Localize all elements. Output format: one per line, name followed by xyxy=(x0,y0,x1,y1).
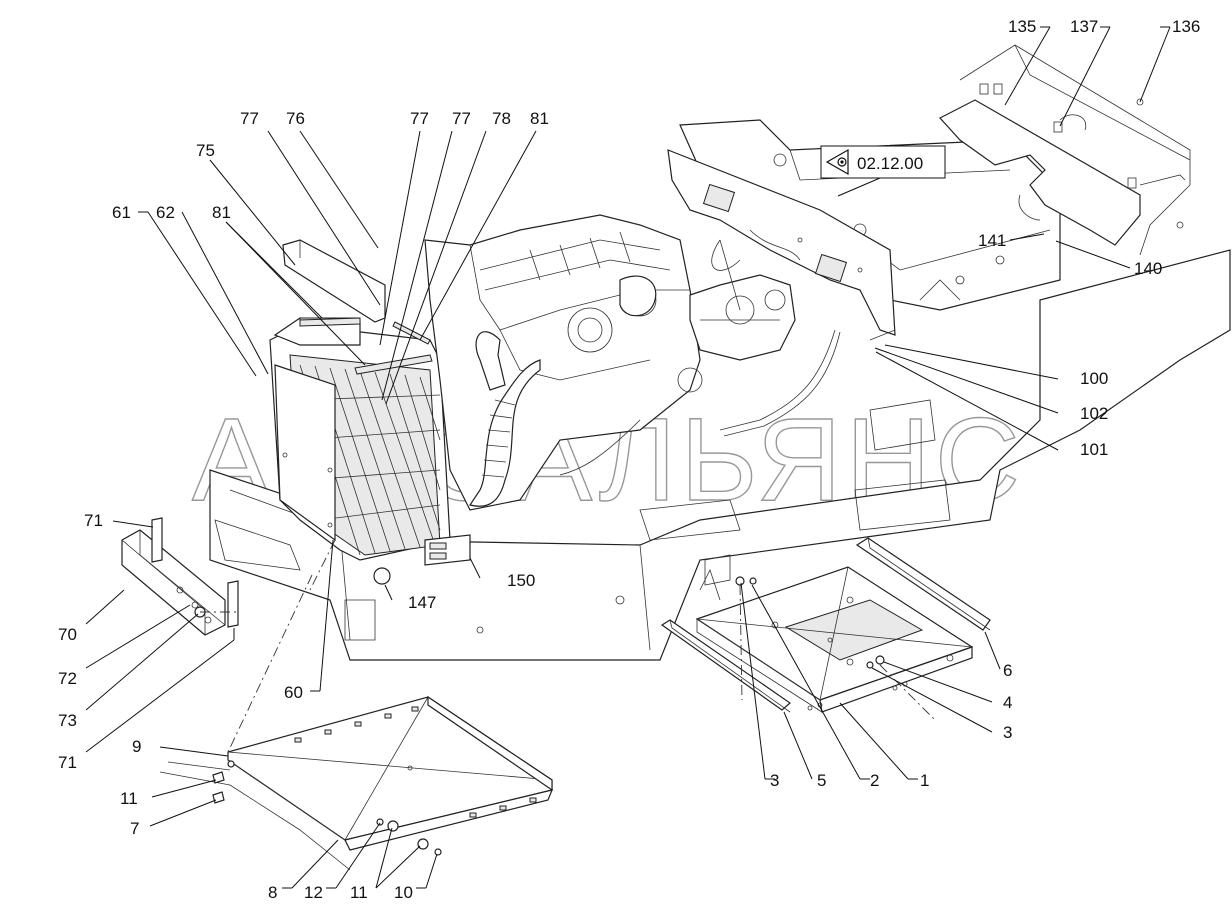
callout-77-a: 77 xyxy=(240,109,259,128)
top-right-cover-assembly xyxy=(939,44,1191,256)
callout-136: 136 xyxy=(1172,17,1200,36)
callout-71-b: 71 xyxy=(58,753,77,772)
callout-70: 70 xyxy=(58,625,77,644)
callout-9: 9 xyxy=(132,737,141,756)
callout-137: 137 xyxy=(1070,17,1098,36)
leader-lines xyxy=(85,26,1171,889)
callout-8: 8 xyxy=(268,883,277,902)
callout-60: 60 xyxy=(284,683,303,702)
callout-147: 147 xyxy=(408,593,436,612)
callout-81-a: 81 xyxy=(530,109,549,128)
hydraulic-pump xyxy=(689,274,796,361)
callout-100: 100 xyxy=(1080,369,1108,388)
callout-73: 73 xyxy=(58,711,77,730)
callout-101: 101 xyxy=(1080,440,1108,459)
callout-4: 4 xyxy=(1003,693,1012,712)
eye-view-icon xyxy=(825,148,849,176)
callout-81-b: 81 xyxy=(212,203,231,222)
callout-3-a: 3 xyxy=(1003,723,1012,742)
callout-2: 2 xyxy=(870,771,879,790)
callout-140: 140 xyxy=(1134,259,1162,278)
callout-78: 78 xyxy=(492,109,511,128)
callout-5: 5 xyxy=(817,771,826,790)
callout-12: 12 xyxy=(304,883,323,902)
callout-72: 72 xyxy=(58,669,77,688)
bottom-right-tray xyxy=(660,537,991,713)
callout-7: 7 xyxy=(130,819,139,838)
callout-6: 6 xyxy=(1003,661,1012,680)
top-cover-plate-75 xyxy=(282,239,386,323)
callout-76: 76 xyxy=(286,109,305,128)
callout-11-a: 11 xyxy=(120,789,138,808)
callout-141: 141 xyxy=(978,231,1006,250)
callout-102: 102 xyxy=(1080,404,1108,423)
callout-75: 75 xyxy=(196,141,215,160)
callout-61: 61 xyxy=(112,203,131,222)
callout-77-c: 77 xyxy=(452,109,471,128)
alignment-lines xyxy=(200,539,936,753)
callout-150: 150 xyxy=(507,571,535,590)
rear-side-panel xyxy=(667,149,896,336)
engine-assembly xyxy=(424,214,703,511)
callout-135: 135 xyxy=(1008,17,1036,36)
reference-label: 02.12.00 xyxy=(857,154,923,173)
pipes-cables xyxy=(559,229,896,476)
bottom-left-tray xyxy=(159,695,553,871)
callout-77-b: 77 xyxy=(410,109,429,128)
reference-box[interactable]: 02.12.00 xyxy=(820,145,946,197)
callout-11-b: 11 xyxy=(350,883,368,902)
callout-3-b: 3 xyxy=(770,771,779,790)
callout-10: 10 xyxy=(394,883,413,902)
callout-1: 1 xyxy=(920,771,929,790)
callout-71-a: 71 xyxy=(84,511,103,530)
callout-62: 62 xyxy=(156,203,175,222)
callout-labels: 135 137 136 141 140 77 76 77 77 78 81 75… xyxy=(58,17,1200,902)
